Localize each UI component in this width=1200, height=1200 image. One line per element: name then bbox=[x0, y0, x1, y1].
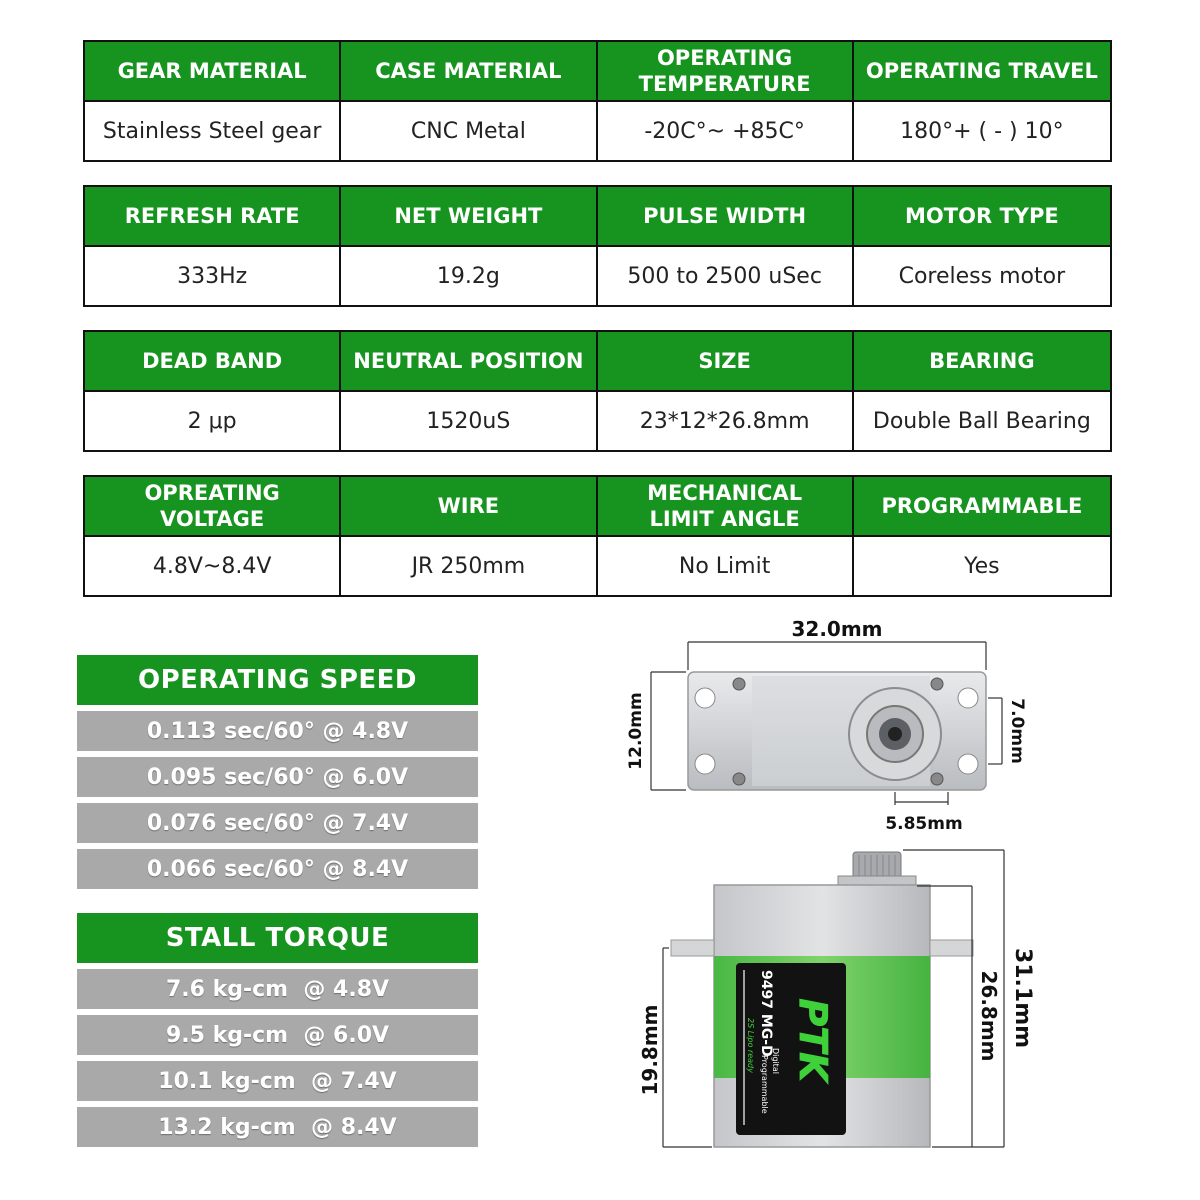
spec-table-1: GEAR MATERIAL CASE MATERIAL OPERATING TE… bbox=[83, 40, 1112, 162]
label-line-2: Programmable bbox=[760, 1055, 769, 1114]
stall-torque-block: STALL TORQUE 7.6 kg-cm @ 4.8V 9.5 kg-cm … bbox=[77, 913, 478, 1147]
table-cell: No Limit bbox=[598, 537, 854, 595]
screw-icon bbox=[930, 772, 944, 786]
table-cell: 23*12*26.8mm bbox=[598, 392, 854, 450]
table-cell: 19.2g bbox=[341, 247, 598, 305]
mount-tab-left bbox=[670, 939, 715, 957]
table-header: PROGRAMMABLE bbox=[853, 477, 1110, 537]
table-cell: CNC Metal bbox=[341, 102, 598, 160]
shaft-screw-icon bbox=[888, 727, 902, 741]
table-header: OPREATING VOLTAGE bbox=[85, 477, 342, 537]
mount-height-dimension: 19.8mm bbox=[638, 1004, 662, 1095]
mount-hole-icon bbox=[694, 687, 716, 709]
operating-speed-title: OPERATING SPEED bbox=[77, 655, 478, 705]
torque-row: 13.2 kg-cm @ 8.4V bbox=[77, 1107, 478, 1147]
spec-table-4: OPREATING VOLTAGE WIRE MECHANICAL LIMIT … bbox=[83, 475, 1112, 597]
table-cell: Yes bbox=[964, 553, 1000, 579]
speed-row: 0.095 sec/60° @ 6.0V bbox=[77, 757, 478, 797]
body-height-dimension: 26.8mm bbox=[977, 970, 1001, 1061]
table-cell: 333Hz bbox=[85, 247, 342, 305]
speed-row: 0.066 sec/60° @ 8.4V bbox=[77, 849, 478, 889]
mount-tab-right bbox=[929, 939, 974, 957]
table-cell: 180°+ ( - ) 10° bbox=[900, 118, 1064, 144]
width-dimension: 32.0mm bbox=[791, 617, 882, 641]
label-line-1: Digital bbox=[771, 1048, 780, 1074]
spec-table-2: REFRESH RATE NET WEIGHT PULSE WIDTH MOTO… bbox=[83, 185, 1112, 307]
table-cell: JR 250mm bbox=[341, 537, 598, 595]
table-header: SIZE bbox=[597, 332, 854, 392]
speed-row: 0.113 sec/60° @ 4.8V bbox=[77, 711, 478, 751]
table-header: PULSE WIDTH bbox=[597, 187, 854, 247]
spec-table-3: DEAD BAND NEUTRAL POSITION SIZE BEARING … bbox=[83, 330, 1112, 452]
model-label: 9497 MG-D bbox=[758, 970, 774, 1057]
table-header: CASE MATERIAL bbox=[341, 42, 598, 102]
torque-row: 9.5 kg-cm @ 6.0V bbox=[77, 1015, 478, 1055]
mount-hole-icon bbox=[957, 753, 979, 775]
table-header: GEAR MATERIAL bbox=[85, 42, 342, 102]
torque-row: 10.1 kg-cm @ 7.4V bbox=[77, 1061, 478, 1101]
table-header: MECHANICAL LIMIT ANGLE bbox=[597, 477, 854, 537]
table-header: BEARING bbox=[853, 332, 1110, 392]
label-line-3: 2S Lipo ready bbox=[746, 1018, 755, 1073]
screw-icon bbox=[930, 677, 944, 691]
table-cell: Double Ball Bearing bbox=[872, 408, 1091, 434]
table-header: WIRE bbox=[341, 477, 598, 537]
shaft-offset-dimension: 5.85mm bbox=[885, 814, 962, 834]
servo-top-view bbox=[687, 671, 987, 791]
table-header: OPERATING TEMPERATURE bbox=[597, 42, 854, 102]
top-dimension-lines bbox=[650, 641, 1003, 805]
table-header: NEUTRAL POSITION bbox=[341, 332, 598, 392]
table-cell: 500 to 2500 uSec bbox=[598, 247, 854, 305]
total-height-dimension: 31.1mm bbox=[1010, 948, 1035, 1048]
table-cell: -20C°~ +85C° bbox=[598, 102, 854, 160]
torque-row: 7.6 kg-cm @ 4.8V bbox=[77, 969, 478, 1009]
hole-spacing-dimension: 7.0mm bbox=[1007, 698, 1027, 764]
servo-label bbox=[736, 963, 846, 1135]
table-header: OPERATING TRAVEL bbox=[853, 42, 1110, 102]
brand-logo: PTK bbox=[791, 998, 835, 1084]
table-header: MOTOR TYPE bbox=[853, 187, 1110, 247]
table-cell: Coreless motor bbox=[898, 263, 1066, 289]
servo-side-view: PTK 9497 MG-D Digital Programmable 2S Li… bbox=[670, 851, 974, 1148]
table-cell: 4.8V~8.4V bbox=[85, 537, 342, 595]
table-header: NET WEIGHT bbox=[341, 187, 598, 247]
table-header: DEAD BAND bbox=[85, 332, 342, 392]
depth-dimension: 12.0mm bbox=[626, 692, 646, 769]
mount-hole-icon bbox=[694, 753, 716, 775]
speed-row: 0.076 sec/60° @ 7.4V bbox=[77, 803, 478, 843]
table-header: REFRESH RATE bbox=[85, 187, 342, 247]
screw-icon bbox=[732, 772, 746, 786]
operating-speed-block: OPERATING SPEED 0.113 sec/60° @ 4.8V 0.0… bbox=[77, 655, 478, 889]
mount-hole-icon bbox=[957, 687, 979, 709]
screw-icon bbox=[732, 677, 746, 691]
table-cell: Stainless Steel gear bbox=[85, 102, 342, 160]
stall-torque-title: STALL TORQUE bbox=[77, 913, 478, 963]
table-cell: 1520uS bbox=[341, 392, 598, 450]
side-dimension-lines bbox=[662, 849, 1005, 1148]
table-cell: 2 μp bbox=[85, 392, 342, 450]
